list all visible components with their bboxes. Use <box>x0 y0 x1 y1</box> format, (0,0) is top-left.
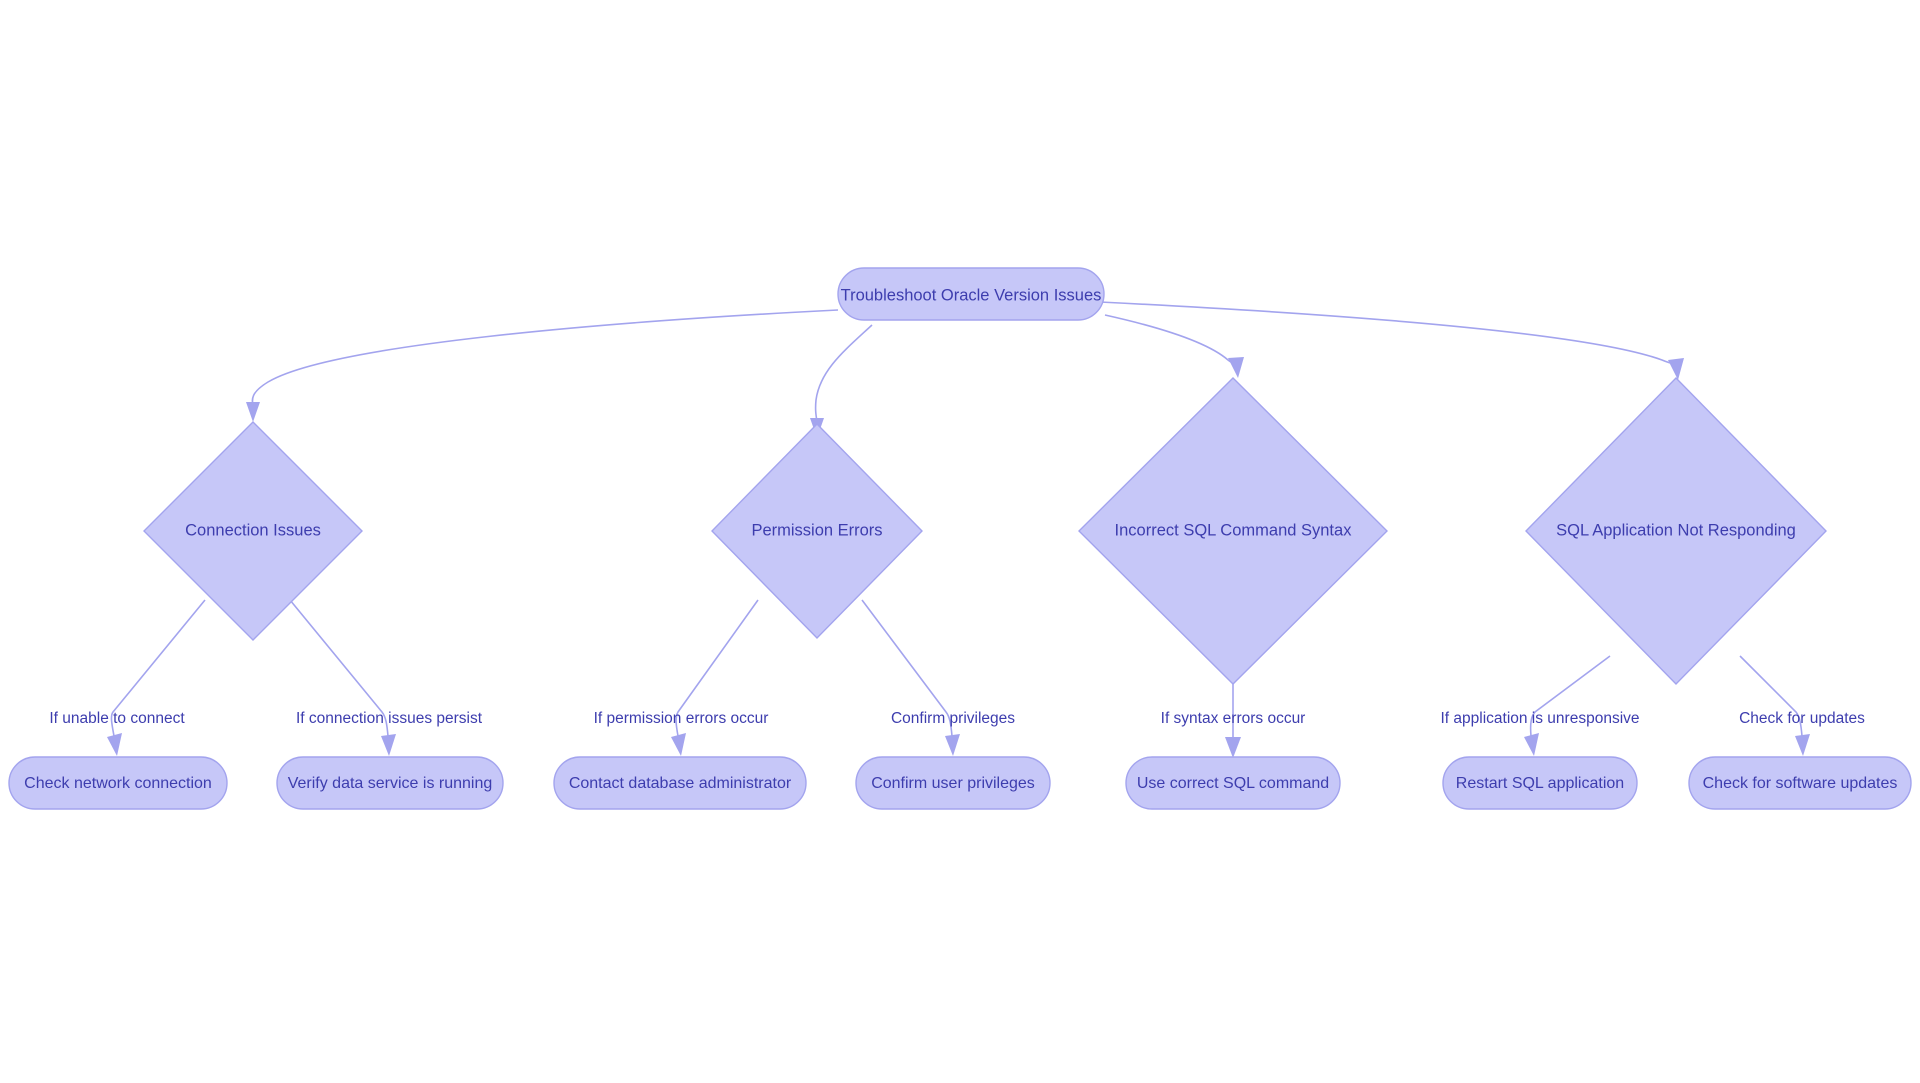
node-check-for-software-updates-shape[interactable] <box>1688 756 1912 810</box>
edge-path-sql-app-to-restart-sql-application <box>1529 655 1611 737</box>
edge-label-if-syntax-errors-occur: If syntax errors occur <box>1161 710 1306 727</box>
node-use-correct-sql-command-label: Use correct SQL command <box>1137 775 1329 792</box>
edge-root-to-permission-errors <box>810 324 873 438</box>
node-contact-database-administrator-shape[interactable] <box>553 756 807 810</box>
edge-root-to-connection-issues <box>246 309 839 422</box>
edge-connection-issues-to-check-network-connection <box>107 599 206 756</box>
node-contact-database-administrator-label: Contact database administrator <box>569 775 792 792</box>
node-use-correct-sql-command-shape[interactable] <box>1125 756 1341 810</box>
node-check-network-connection-shape[interactable] <box>8 756 228 810</box>
node-restart-sql-application-label: Restart SQL application <box>1456 775 1624 792</box>
node-permission-errors[interactable]: Permission Errors <box>711 423 923 639</box>
edge-arrowhead-connection-issues-to-verify-data-service <box>381 734 396 756</box>
node-verify-data-service-is-running-shape[interactable] <box>276 756 504 810</box>
edge-arrowhead-root-to-sql-application-not-responding <box>1668 358 1684 380</box>
edge-root-to-incorrect-sql-command-syntax <box>1104 314 1244 378</box>
node-restart-sql-application-shape[interactable] <box>1442 756 1638 810</box>
node-confirm-user-privileges-label: Confirm user privileges <box>871 775 1035 792</box>
edge-root-to-sql-application-not-responding <box>1099 301 1684 380</box>
edge-path-permission-errors-to-contact-database-administrator <box>675 599 759 737</box>
edge-arrowhead-permission-errors-to-contact-database-administrator <box>671 733 686 756</box>
node-sql-application-not-responding-shape[interactable] <box>1525 377 1827 685</box>
node-verify-data-service-is-running[interactable]: Verify data service is running <box>276 756 504 810</box>
edge-arrowhead-sql-app-to-check-for-software-updates <box>1795 734 1810 756</box>
edge-incorrect-sql-to-use-correct-sql-command <box>1225 676 1241 758</box>
edge-arrowhead-permission-errors-to-confirm-user-privileges <box>945 734 960 756</box>
node-root[interactable]: Troubleshoot Oracle Version Issues <box>837 267 1105 321</box>
edge-label-if-unable-to-connect: If unable to connect <box>49 710 185 727</box>
node-restart-sql-application[interactable]: Restart SQL application <box>1442 756 1638 810</box>
edge-label-if-connection-issues-persist: If connection issues persist <box>296 710 483 727</box>
node-connection-issues[interactable]: Connection Issues <box>143 421 363 641</box>
edge-arrowhead-connection-issues-to-check-network-connection <box>107 733 122 756</box>
edge-sql-app-to-restart-sql-application <box>1524 655 1611 756</box>
edge-label-if-permission-errors-occur: If permission errors occur <box>594 710 769 727</box>
edge-label-if-application-is-unresponsive: If application is unresponsive <box>1440 710 1639 727</box>
node-incorrect-sql-command-syntax-shape[interactable] <box>1078 377 1388 685</box>
edge-permission-errors-to-contact-database-administrator <box>671 599 759 756</box>
edge-arrowhead-incorrect-sql-to-use-correct-sql-command <box>1225 737 1241 758</box>
node-root-label: Troubleshoot Oracle Version Issues <box>841 286 1102 304</box>
edge-path-permission-errors-to-confirm-user-privileges <box>861 599 953 737</box>
edge-path-connection-issues-to-check-network-connection <box>110 599 206 737</box>
node-confirm-user-privileges-shape[interactable] <box>855 756 1051 810</box>
edge-group-decisions-to-actions <box>107 599 1810 758</box>
node-check-for-software-updates-label: Check for software updates <box>1703 775 1898 792</box>
node-check-network-connection-label: Check network connection <box>24 775 212 792</box>
node-use-correct-sql-command[interactable]: Use correct SQL command <box>1125 756 1341 810</box>
edge-path-connection-issues-to-verify-data-service <box>289 599 389 737</box>
node-incorrect-sql-command-syntax[interactable]: Incorrect SQL Command Syntax <box>1078 377 1388 685</box>
edge-path-sql-app-to-check-for-software-updates <box>1739 655 1803 737</box>
node-sql-application-not-responding[interactable]: SQL Application Not Responding <box>1525 377 1827 685</box>
edge-sql-app-to-check-for-software-updates <box>1739 655 1810 756</box>
edge-path-root-to-sql-application-not-responding <box>1099 301 1677 365</box>
edge-path-root-to-incorrect-sql-command-syntax <box>1104 314 1237 364</box>
node-connection-issues-shape[interactable] <box>143 421 363 641</box>
node-permission-errors-shape[interactable] <box>711 423 923 639</box>
edge-label-confirm-privileges: Confirm privileges <box>891 710 1015 727</box>
edge-label-check-for-updates: Check for updates <box>1739 710 1865 727</box>
edge-path-root-to-permission-errors <box>814 324 873 423</box>
edge-arrowhead-root-to-connection-issues <box>246 402 260 422</box>
node-confirm-user-privileges[interactable]: Confirm user privileges <box>855 756 1051 810</box>
edge-permission-errors-to-confirm-user-privileges <box>861 599 960 756</box>
node-contact-database-administrator[interactable]: Contact database administrator <box>553 756 807 810</box>
edge-connection-issues-to-verify-data-service <box>289 599 396 756</box>
edge-label-group: If unable to connect If connection issue… <box>49 710 1865 727</box>
node-check-for-software-updates[interactable]: Check for software updates <box>1688 756 1912 810</box>
node-connection-issues-label: Connection Issues <box>185 521 321 539</box>
node-verify-data-service-is-running-label: Verify data service is running <box>288 775 493 792</box>
node-permission-errors-label: Permission Errors <box>751 521 882 539</box>
node-incorrect-sql-command-syntax-label: Incorrect SQL Command Syntax <box>1115 521 1353 539</box>
edge-group-root-to-decisions <box>246 301 1684 438</box>
edge-arrowhead-root-to-incorrect-sql-command-syntax <box>1228 357 1244 378</box>
edge-arrowhead-sql-app-to-restart-sql-application <box>1524 733 1539 756</box>
node-check-network-connection[interactable]: Check network connection <box>8 756 228 810</box>
node-sql-application-not-responding-label: SQL Application Not Responding <box>1556 521 1796 539</box>
node-root-shape[interactable] <box>837 267 1105 321</box>
edge-path-root-to-connection-issues <box>251 309 839 407</box>
